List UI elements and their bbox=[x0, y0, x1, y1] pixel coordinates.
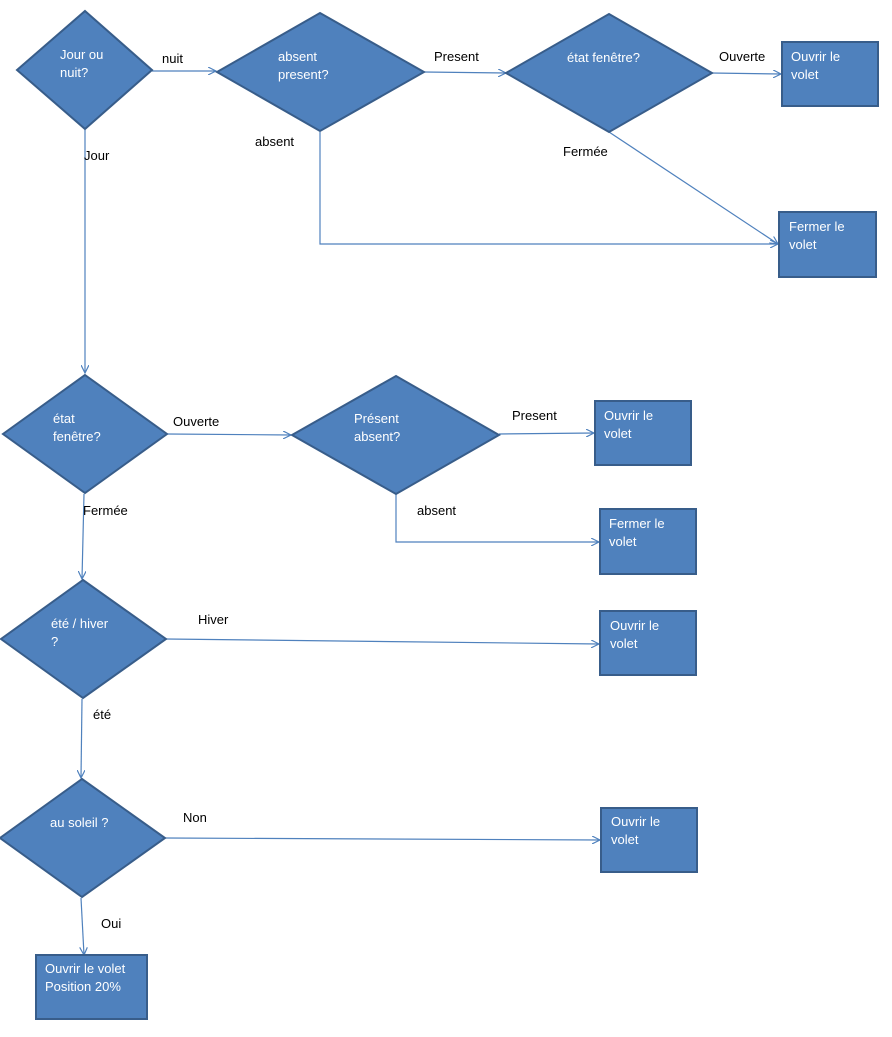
connector-hiver-to-ouvrir bbox=[165, 638, 599, 644]
edge-label-jour: Jour bbox=[84, 148, 110, 163]
edge-labels: nuit Jour Present absent Ouverte Fermée … bbox=[83, 49, 765, 931]
connectors bbox=[81, 71, 781, 955]
edge-label-present-top: Present bbox=[434, 49, 479, 64]
edge-label-absent-top: absent bbox=[255, 134, 294, 149]
edge-label-absent-mid: absent bbox=[417, 503, 456, 518]
edge-label-non: Non bbox=[183, 810, 207, 825]
connector-absent-present-to-etat-fenetre bbox=[423, 72, 506, 73]
connector-present-to-ouvrir bbox=[498, 433, 594, 434]
connector-etat-fenetre-to-present-absent bbox=[166, 434, 291, 435]
connector-absent-to-fermer-mid bbox=[395, 494, 599, 542]
edge-label-ouverte-top: Ouverte bbox=[719, 49, 765, 64]
edge-label-oui: Oui bbox=[101, 916, 121, 931]
edge-label-ouverte-mid: Ouverte bbox=[173, 414, 219, 429]
svg-text:été / hiver?: été / hiver? bbox=[51, 616, 109, 649]
connector-etat-fenetre-to-fermer bbox=[608, 131, 778, 244]
edge-label-fermee-top: Fermée bbox=[563, 144, 608, 159]
connector-absent-to-fermer bbox=[319, 132, 778, 244]
connector-ete-down bbox=[81, 698, 82, 778]
edge-label-present-mid: Present bbox=[512, 408, 557, 423]
svg-text:état fenêtre?: état fenêtre? bbox=[567, 50, 640, 65]
connector-non-to-ouvrir bbox=[164, 838, 600, 840]
edge-label-nuit: nuit bbox=[162, 51, 183, 66]
edge-label-ete: été bbox=[93, 707, 111, 722]
decision-au-soleil: au soleil ? bbox=[0, 777, 167, 899]
edge-label-fermee-mid: Fermée bbox=[83, 503, 128, 518]
edge-label-hiver: Hiver bbox=[198, 612, 229, 627]
connector-etat-fenetre-to-ouvrir bbox=[710, 73, 781, 74]
connector-fermee-down bbox=[82, 493, 84, 579]
connector-oui-down bbox=[81, 897, 84, 955]
decision-ete-hiver: été / hiver? bbox=[0, 578, 168, 700]
svg-text:au soleil ?: au soleil ? bbox=[50, 815, 109, 830]
decision-etat-fenetre-nuit: état fenêtre? bbox=[503, 12, 715, 134]
